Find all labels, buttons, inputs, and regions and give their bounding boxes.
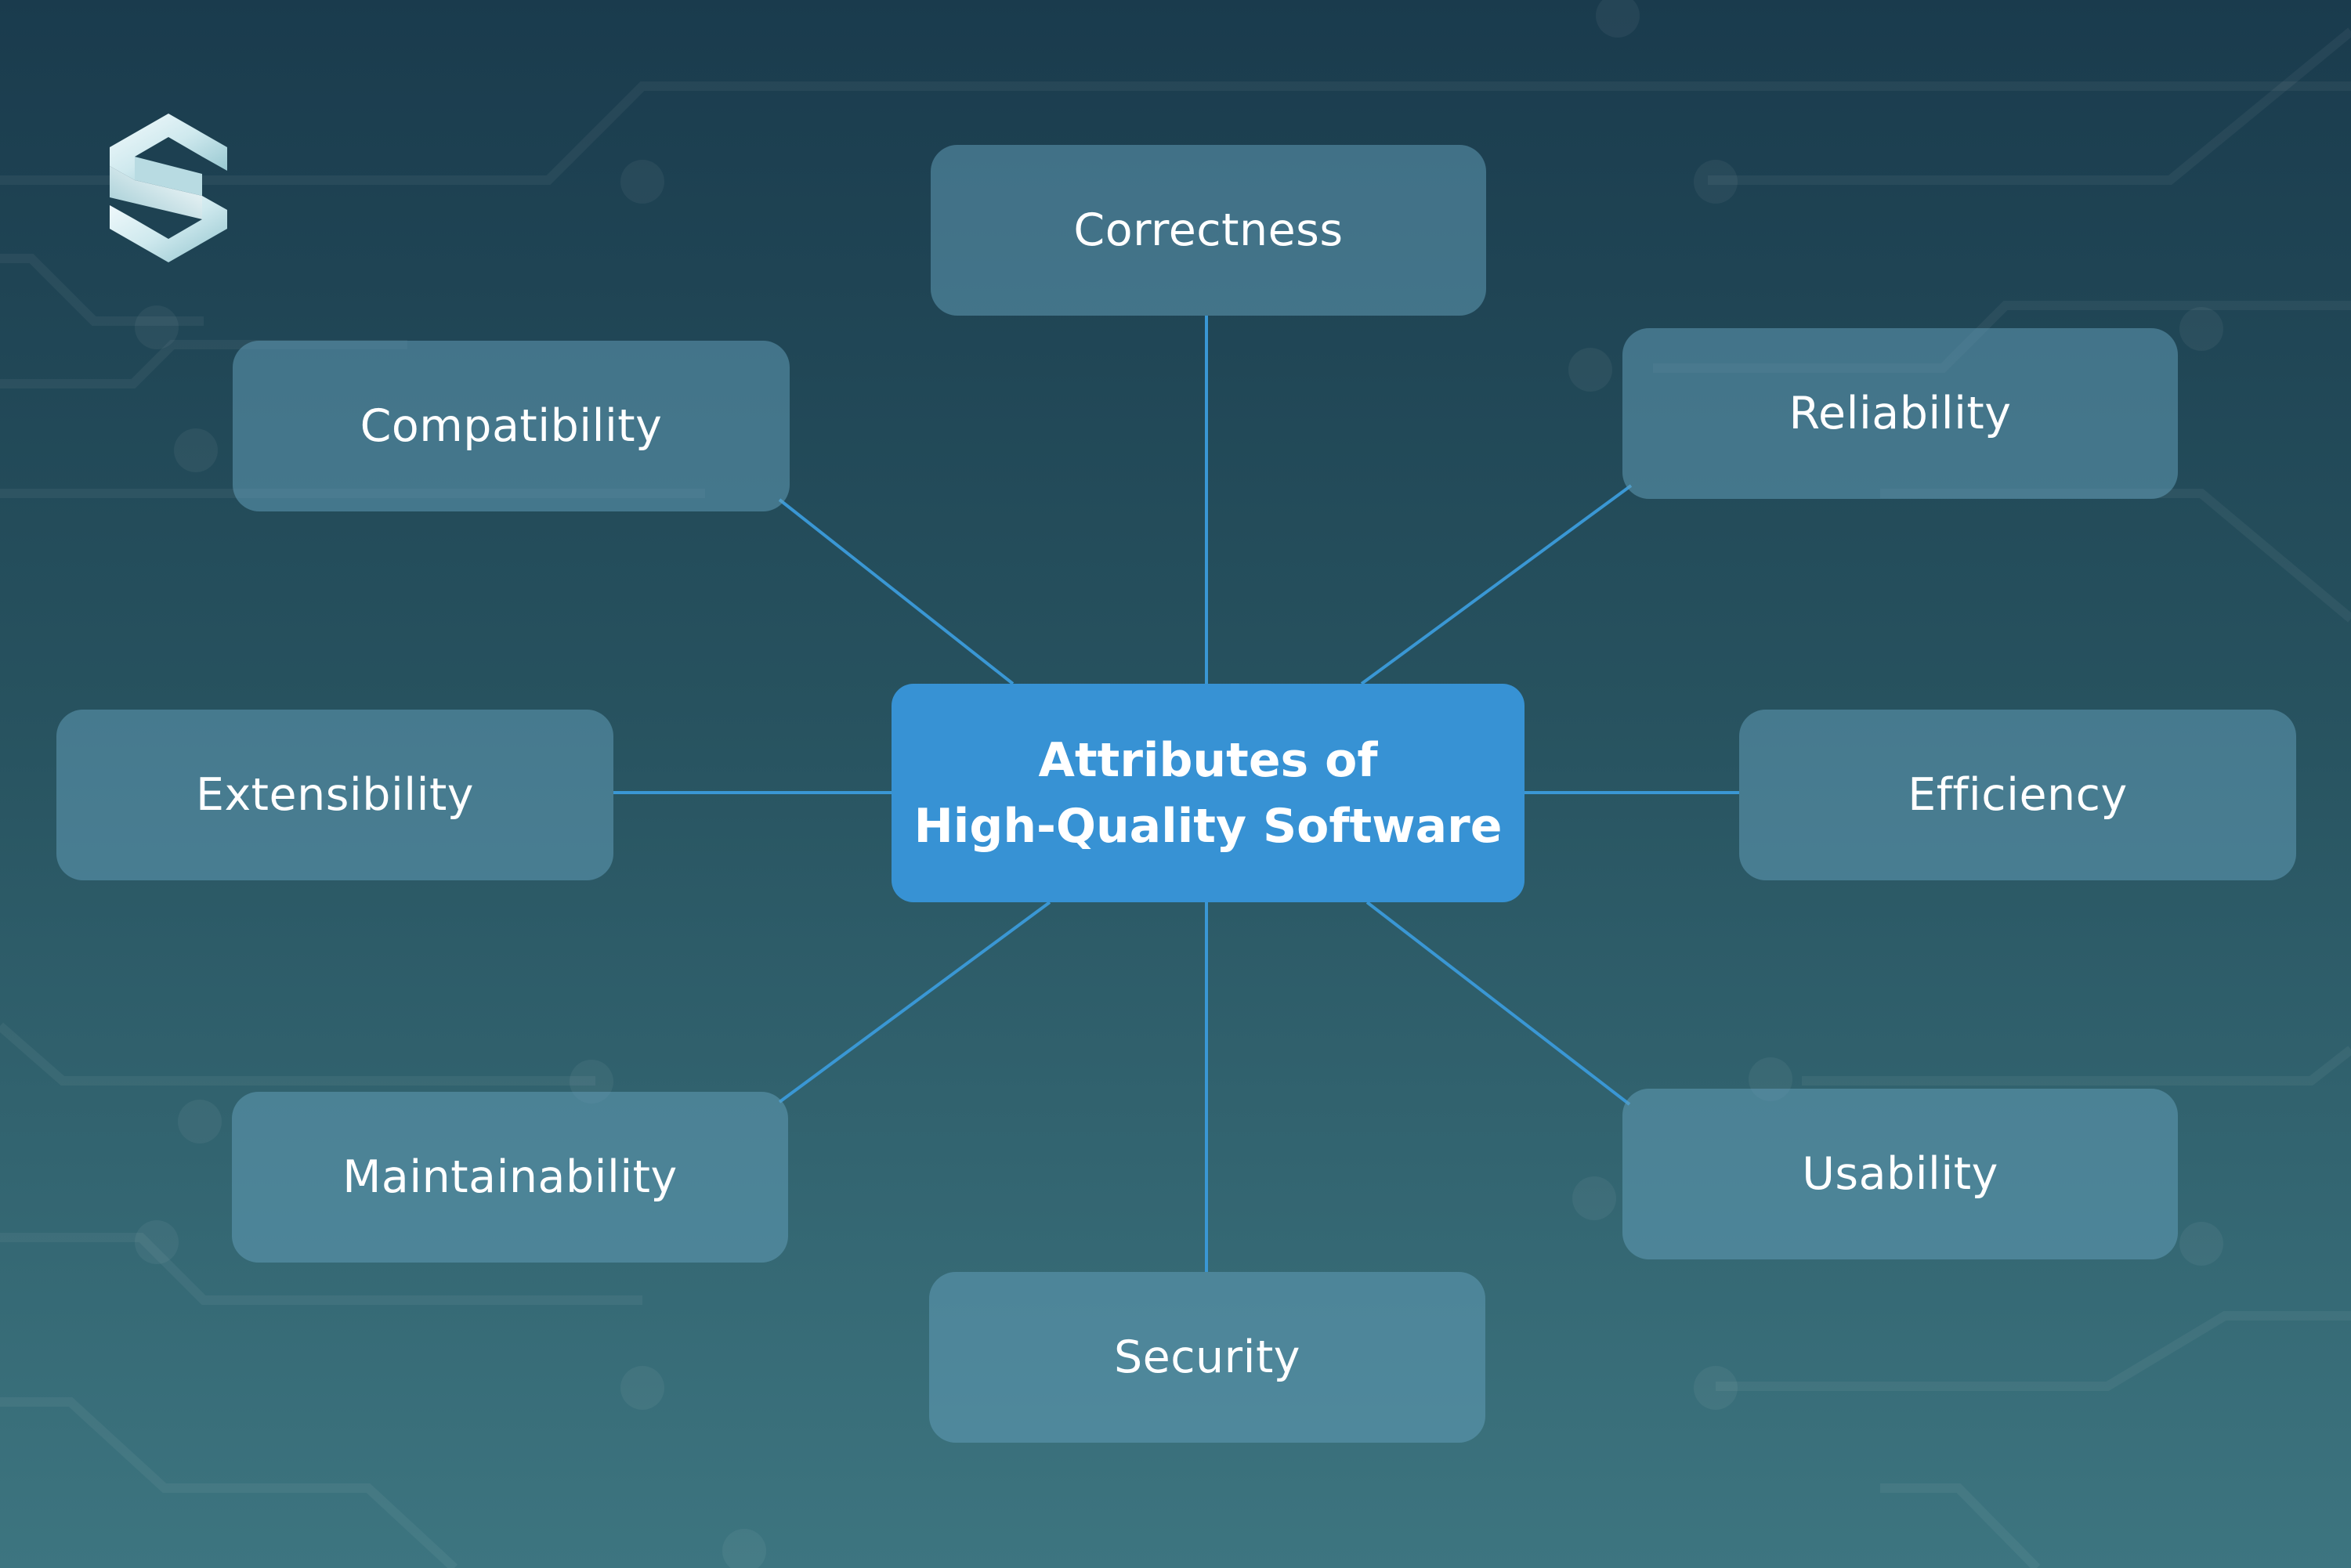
attribute-label: Compatibility <box>360 400 663 452</box>
attribute-node-security: Security <box>929 1272 1485 1443</box>
attribute-node-reliability: Reliability <box>1622 328 2178 499</box>
attribute-node-maintainability: Maintainability <box>232 1092 788 1263</box>
attribute-node-correctness: Correctness <box>931 145 1486 316</box>
center-topic: Attributes of High-Quality Software <box>892 684 1525 902</box>
attribute-label: Maintainability <box>342 1151 678 1203</box>
connector-usability <box>1365 901 1631 1106</box>
attribute-label: Correctness <box>1073 204 1344 256</box>
attribute-label: Reliability <box>1789 388 2012 439</box>
attribute-node-compatibility: Compatibility <box>233 341 790 511</box>
connector-reliability <box>1360 484 1633 685</box>
attribute-label: Security <box>1113 1331 1301 1383</box>
attribute-label: Extensibility <box>195 769 475 821</box>
connector-maintainability <box>778 901 1051 1104</box>
connector-compatibility <box>778 498 1015 685</box>
hexagon-s-logo-icon <box>110 114 227 262</box>
attribute-label: Efficiency <box>1908 769 2128 821</box>
center-title-line-2: High-Quality Software <box>913 798 1503 854</box>
attribute-node-usability: Usability <box>1622 1089 2178 1259</box>
attribute-node-efficiency: Efficiency <box>1739 710 2296 880</box>
center-title-line-1: Attributes of <box>1038 732 1378 788</box>
attribute-label: Usability <box>1802 1148 1998 1200</box>
attribute-node-extensibility: Extensibility <box>56 710 613 880</box>
